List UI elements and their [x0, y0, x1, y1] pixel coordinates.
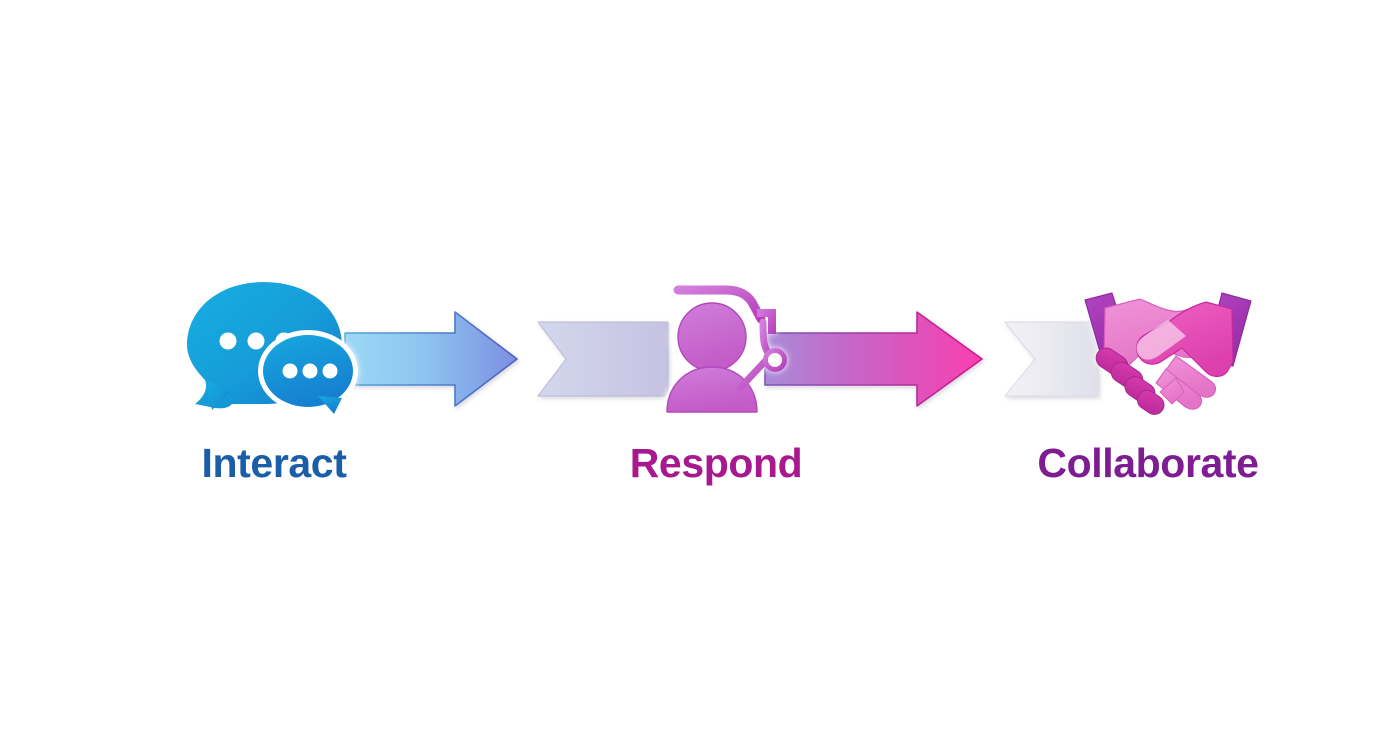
step-label-interact: Interact [201, 440, 347, 486]
connector-arrow-interact-to-respond [344, 311, 518, 407]
handshake-icon [1084, 292, 1252, 415]
chat-bubbles-icon [187, 282, 358, 418]
headset-agent-icon [661, 285, 787, 418]
step-label-respond: Respond [629, 440, 803, 486]
step-label-collaborate: Collaborate [1037, 440, 1259, 486]
connector-arrow-respond-to-collaborate [764, 311, 983, 407]
connector-chevron-band-1 [537, 321, 669, 397]
connector-chevron-band-2 [1004, 321, 1099, 397]
